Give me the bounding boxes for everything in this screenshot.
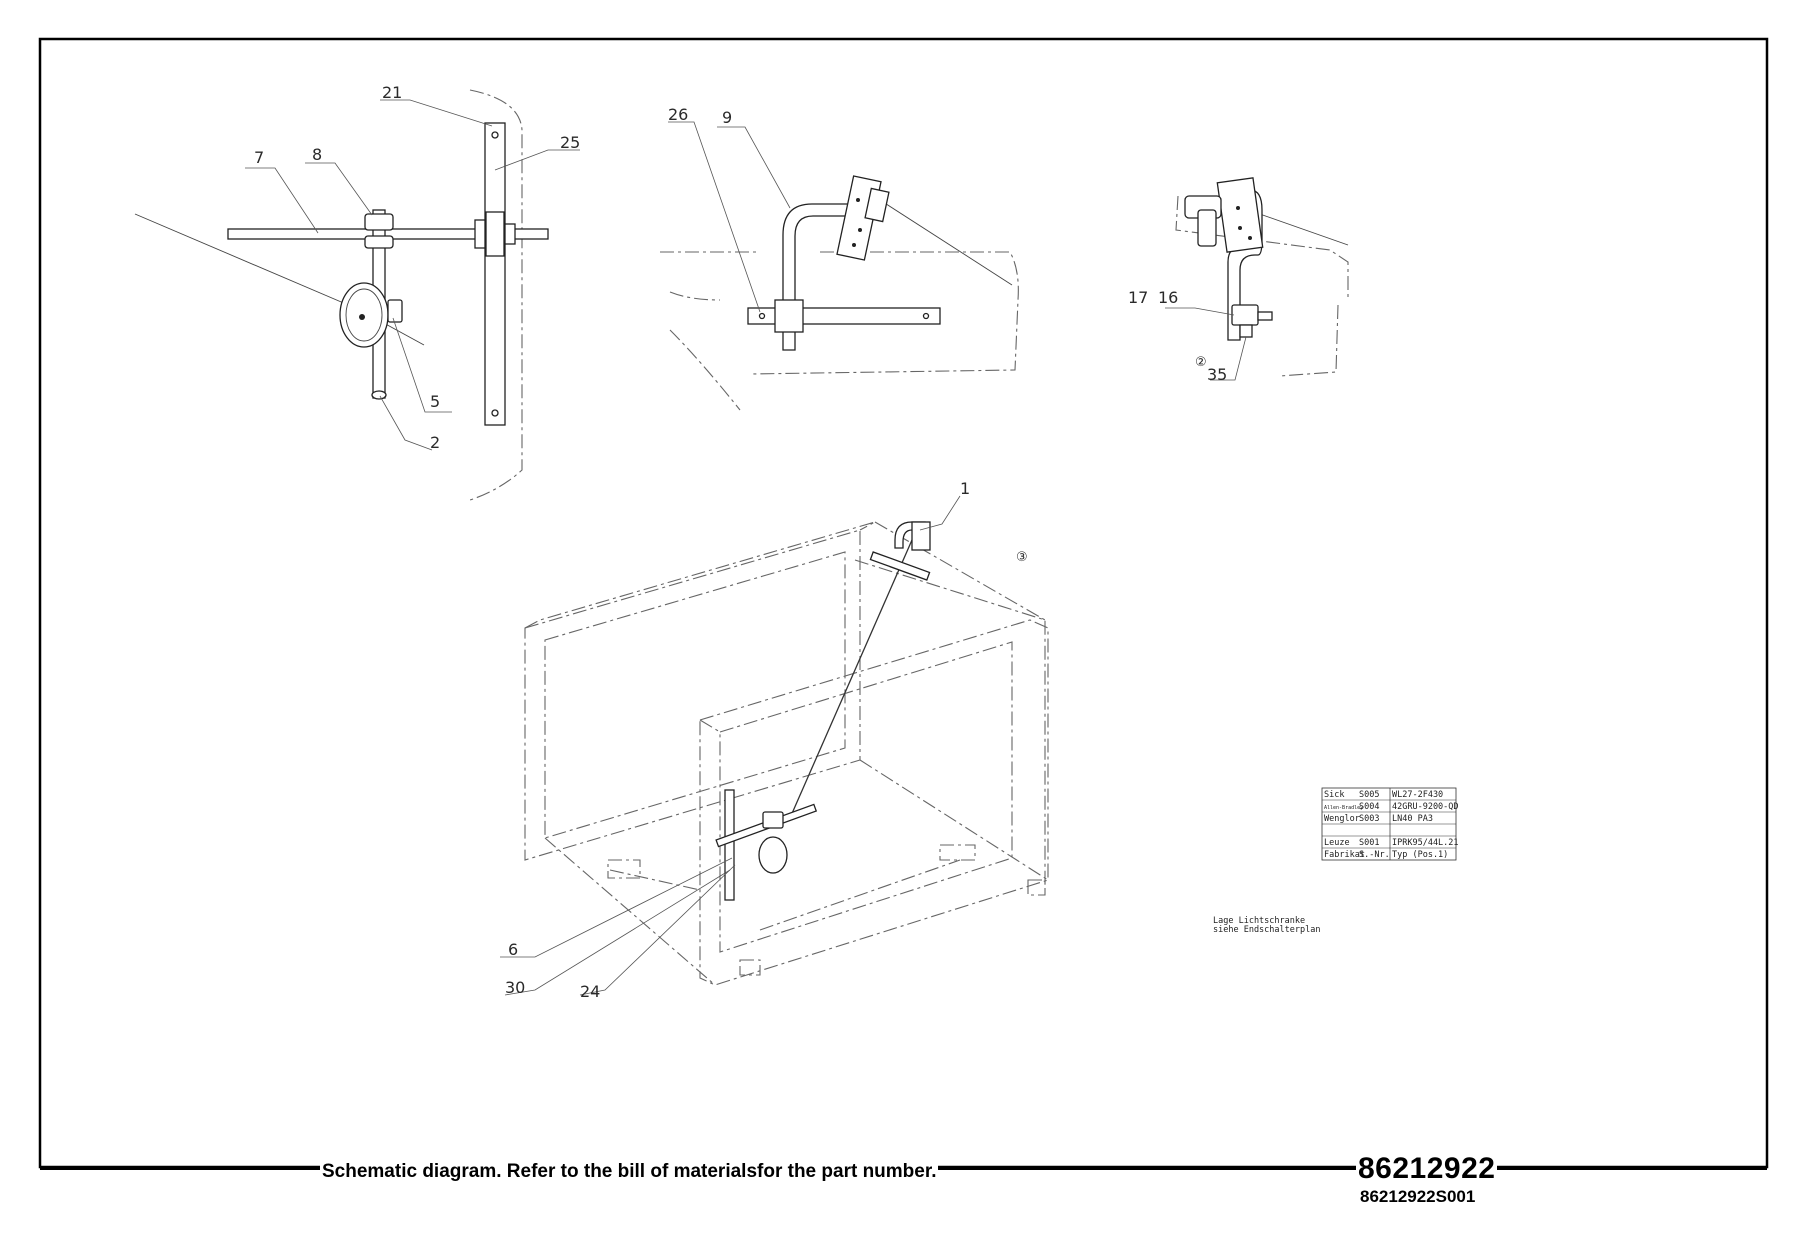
- table-row-3-type: LN40 PA3: [1392, 814, 1433, 824]
- table-row-1-id: S005: [1359, 790, 1379, 800]
- table-header-type: Typ (Pos.1): [1392, 850, 1448, 860]
- detail-view-sensor-arm: [660, 175, 1019, 411]
- callout-9: 9: [722, 108, 732, 127]
- callout-25: 25: [560, 133, 580, 152]
- table-header-make: Fabrikat: [1324, 850, 1365, 860]
- main-view-callouts: 1 ③ 6 30 24: [500, 479, 1028, 1001]
- callout-21: 21: [382, 83, 402, 102]
- table-row-5-make: Leuze: [1324, 838, 1350, 848]
- callout-35: 35: [1207, 365, 1227, 384]
- note-line-2: siehe Endschalterplan: [1213, 925, 1320, 935]
- table-row-2-id: S004: [1359, 802, 1379, 812]
- table-row-3-id: S003: [1359, 814, 1379, 824]
- callout-2: 2: [430, 433, 440, 452]
- drawing-border: [38, 37, 1769, 1169]
- callout-16: 16: [1158, 288, 1178, 307]
- drawing-number: 86212922: [1356, 1152, 1498, 1186]
- note-line-1: Lage Lichtschranke: [1213, 916, 1305, 926]
- callout-5: 5: [430, 392, 440, 411]
- table-row-3-make: Wenglor: [1324, 814, 1360, 824]
- callout-8: 8: [312, 145, 322, 164]
- detail-view-bracket-reflector: [134, 89, 549, 501]
- footer-note: Schematic diagram. Refer to the bill of …: [320, 1161, 939, 1183]
- isometric-frame-assembly: [524, 521, 1049, 986]
- table-row-5-type: IPRK95/44L.21: [1392, 838, 1459, 848]
- table-row-2-make: Allen-Bradley: [1324, 805, 1363, 811]
- callout-7: 7: [254, 148, 264, 167]
- callout-24: 24: [580, 982, 600, 1001]
- table-row-2-type: 42GRU-9200-QD: [1392, 802, 1459, 812]
- callout-circled-3: ③: [1016, 550, 1028, 565]
- table-row-1-type: WL27-2F430: [1392, 790, 1443, 800]
- callout-1: 1: [960, 479, 970, 498]
- table-header-id: S.-Nr.: [1359, 850, 1390, 860]
- table-row-1-make: Sick: [1324, 790, 1344, 800]
- table-row-5-id: S001: [1359, 838, 1379, 848]
- sensor-table: Sick S005 WL27-2F430 Allen-Bradley S004 …: [1321, 787, 1459, 861]
- detail-2-callouts: 26 9: [668, 105, 791, 313]
- detail-3-callouts: 17 16 ② 35: [1128, 288, 1247, 384]
- callout-6: 6: [508, 940, 518, 959]
- drawing-sub-number: 86212922S001: [1360, 1187, 1476, 1207]
- detail-view-reflector-mount: [1175, 177, 1349, 377]
- detail-1-callouts: 21 25 7 8 5 2: [245, 83, 580, 452]
- callout-circled-2: ②: [1195, 355, 1207, 370]
- callout-26: 26: [668, 105, 688, 124]
- callout-30: 30: [505, 978, 525, 997]
- callout-17: 17: [1128, 288, 1148, 307]
